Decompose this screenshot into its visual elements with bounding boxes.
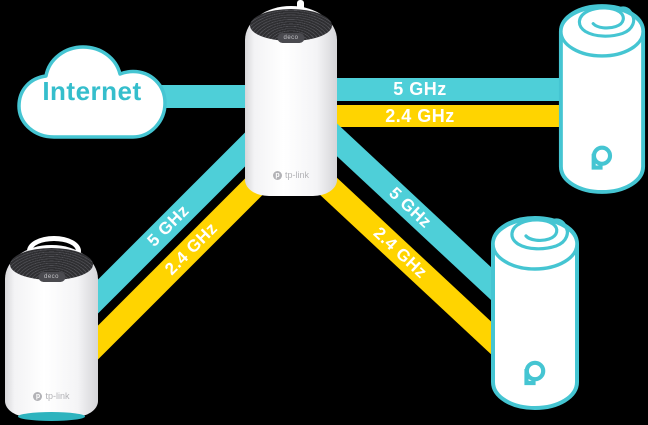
deco-outline-top-right xyxy=(556,0,648,203)
deco-router-bottom-left: deco p tp-link xyxy=(5,236,98,421)
band-label-24ghz: 2.4 GHz xyxy=(385,105,455,126)
tplink-brand: p tp-link xyxy=(5,391,98,401)
tplink-logo-icon xyxy=(591,145,613,170)
deco-spiral-icon xyxy=(577,6,636,38)
tplink-logo-icon xyxy=(524,360,546,386)
deco-outline-icon xyxy=(558,4,646,194)
tplink-logo-icon: p xyxy=(33,391,43,401)
band-top-24ghz: 2.4 GHz xyxy=(335,105,559,127)
tplink-brand: p tp-link xyxy=(245,170,337,180)
deco-badge: deco xyxy=(277,33,305,43)
band-label-5ghz: 5 GHz xyxy=(385,183,436,232)
internet-label: Internet xyxy=(42,76,142,106)
band-top-5ghz: 5 GHz xyxy=(335,78,559,101)
deco-outline-icon xyxy=(491,216,579,410)
cloud-icon xyxy=(17,45,167,139)
tplink-brand-label: tp-link xyxy=(45,391,70,401)
deco-spiral-icon xyxy=(510,218,569,251)
deco-outline-bottom-right xyxy=(488,212,582,419)
band-label-5ghz: 5 GHz xyxy=(393,79,447,99)
internet-cloud: Internet xyxy=(12,40,172,143)
teal-base xyxy=(18,412,85,421)
tplink-logo-icon: p xyxy=(272,170,282,180)
band-internet-to-router xyxy=(150,85,252,108)
deco-badge: deco xyxy=(37,272,66,282)
deco-router-main: deco p tp-link xyxy=(245,0,337,196)
tplink-brand-label: tp-link xyxy=(284,170,309,180)
